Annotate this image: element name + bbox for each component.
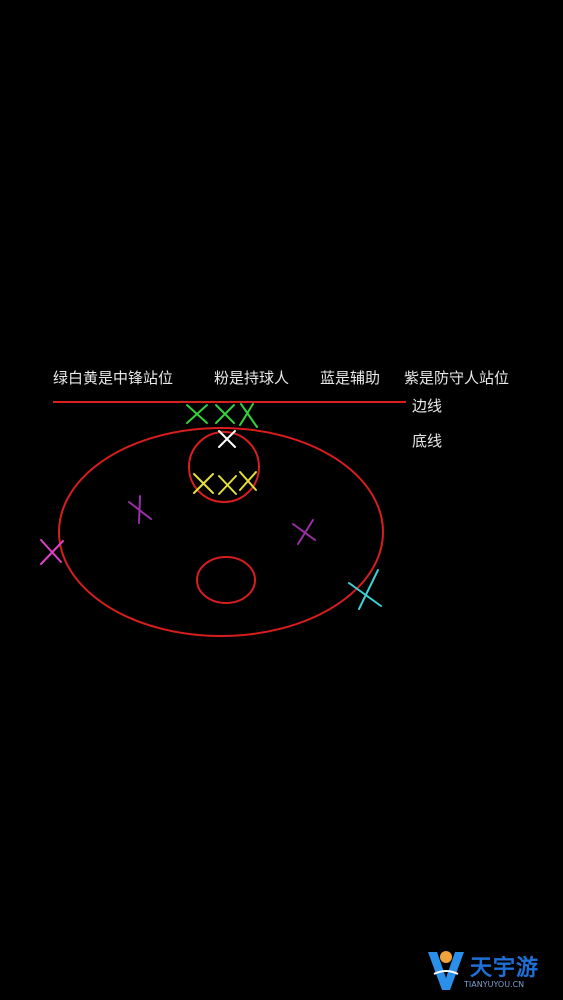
watermark-logo-icon bbox=[428, 951, 464, 990]
green-markers bbox=[186, 403, 258, 428]
baseline-label: 底线 bbox=[412, 432, 443, 450]
green-marker bbox=[186, 404, 208, 424]
green-marker bbox=[239, 403, 258, 428]
legend-center-positions: 绿白黄是中锋站位 bbox=[53, 369, 174, 387]
legend-defender-positions: 紫是防守人站位 bbox=[404, 369, 510, 387]
watermark-url: TIANYUYOU.CN bbox=[464, 980, 525, 989]
bottom-circle bbox=[196, 556, 256, 604]
top-circle bbox=[188, 431, 260, 503]
yellow-markers bbox=[193, 471, 257, 495]
yellow-marker bbox=[239, 471, 257, 491]
purple-markers bbox=[128, 495, 316, 545]
yellow-marker bbox=[193, 473, 214, 494]
white-marker bbox=[218, 430, 236, 448]
legend-support: 蓝是辅助 bbox=[320, 369, 381, 387]
yellow-marker bbox=[218, 475, 237, 495]
purple-marker bbox=[292, 519, 316, 545]
pink-marker bbox=[40, 539, 64, 565]
purple-marker bbox=[128, 495, 152, 524]
court-outline bbox=[58, 427, 384, 637]
blue-marker bbox=[348, 569, 382, 610]
green-marker bbox=[215, 404, 235, 424]
watermark: 天宇游 TIANYUYOU.CN bbox=[424, 944, 560, 998]
legend: 绿白黄是中锋站位 粉是持球人 蓝是辅助 紫是防守人站位 bbox=[0, 367, 563, 391]
legend-ball-handler: 粉是持球人 bbox=[214, 369, 290, 387]
sideline-label: 边线 bbox=[412, 397, 443, 415]
watermark-brand: 天宇游 bbox=[470, 956, 540, 981]
